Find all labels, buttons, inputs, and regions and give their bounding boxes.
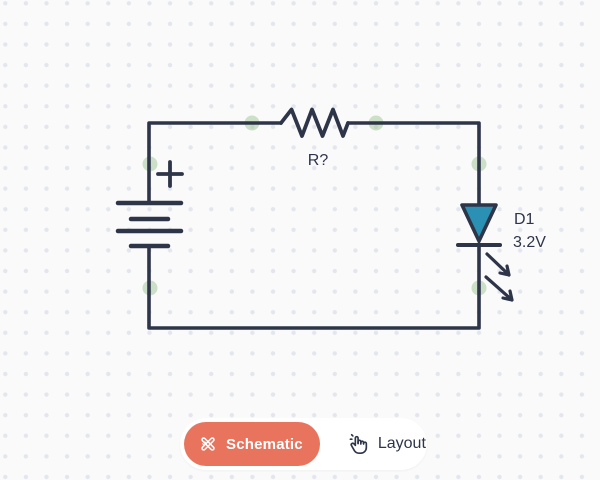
wire-resistor-to-led[interactable] xyxy=(346,121,481,208)
schematic-mode-button[interactable]: Schematic xyxy=(184,422,320,466)
connection-nodes xyxy=(142,115,487,296)
wire-led-to-battery[interactable] xyxy=(147,242,481,330)
led-triangle xyxy=(460,203,498,243)
led-designator-label: D1 xyxy=(514,211,535,228)
layout-mode-button[interactable]: Layout xyxy=(334,422,440,466)
led-emission-arrows xyxy=(484,252,514,302)
hand-pointer-icon xyxy=(349,433,368,454)
schematic-mode-label: Schematic xyxy=(226,435,303,453)
resistor-component[interactable]: R? xyxy=(279,107,350,170)
battery-plus-symbol xyxy=(156,160,184,188)
battery-component[interactable] xyxy=(115,160,184,249)
resistor-zigzag xyxy=(279,107,350,138)
led-arrow xyxy=(484,275,514,302)
led-voltage-label: 3.2V xyxy=(513,234,546,251)
layout-mode-label: Layout xyxy=(377,435,426,452)
wire-battery-to-resistor[interactable] xyxy=(147,121,283,205)
led-component[interactable]: D1 3.2V xyxy=(456,203,546,302)
design-tools-icon xyxy=(201,437,215,451)
led-arrow xyxy=(485,252,511,277)
resistor-label: R? xyxy=(308,152,329,169)
mode-toolbar: Schematic Layout xyxy=(180,418,427,470)
